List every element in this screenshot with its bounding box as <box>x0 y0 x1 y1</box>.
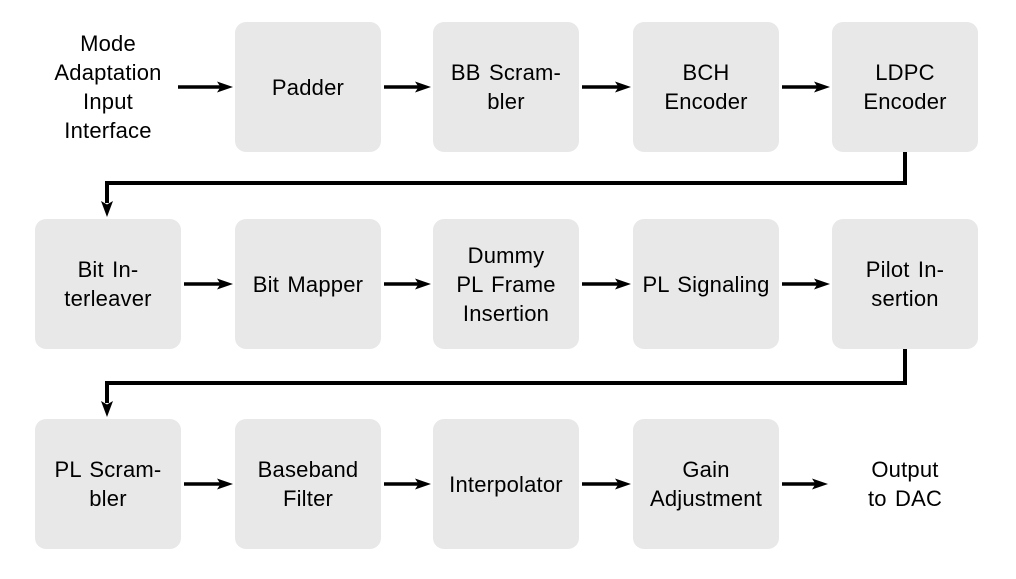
node-gain-adjustment: Gain Adjustment <box>633 419 779 549</box>
node-output-to-dac: Output to DAC <box>867 457 943 511</box>
arrow-bit-mapper-to-dummy-pl-frame-insertion <box>384 278 431 290</box>
node-ldpc-encoder: LDPC Encoder <box>832 22 978 152</box>
arrow-pl-signaling-to-pilot-insertion <box>782 278 830 290</box>
node-padder: Padder <box>235 22 381 152</box>
arrow-pl-scrambler-to-baseband-filter <box>184 478 233 490</box>
node-bb-scrambler: BB Scram- bler <box>433 22 579 152</box>
node-pl-signaling: PL Signaling <box>633 219 779 349</box>
node-pl-scrambler: PL Scram- bler <box>35 419 181 549</box>
connector-pilot-insertion-to-pl-scrambler <box>101 349 907 417</box>
node-pilot-insertion: Pilot In- sertion <box>832 219 978 349</box>
node-dummy-pl-frame-insertion: Dummy PL Frame Insertion <box>433 219 579 349</box>
arrow-bit-interleaver-to-bit-mapper <box>184 278 233 290</box>
arrow-interpolator-to-gain-adjustment <box>582 478 631 490</box>
node-mode-adaptation-input-interface: Mode Adaptation Input Interface <box>54 31 162 143</box>
node-bit-interleaver: Bit In- terleaver <box>35 219 181 349</box>
node-interpolator: Interpolator <box>433 419 579 549</box>
node-bit-mapper: Bit Mapper <box>235 219 381 349</box>
arrow-dummy-pl-frame-insertion-to-pl-signaling <box>582 278 631 290</box>
arrow-bb-scrambler-to-bch-encoder <box>582 81 631 93</box>
arrow-gain-adjustment-to-output <box>782 478 828 490</box>
node-baseband-filter: Baseband Filter <box>235 419 381 549</box>
arrow-baseband-filter-to-interpolator <box>384 478 431 490</box>
node-bch-encoder: BCH Encoder <box>633 22 779 152</box>
arrow-input-to-padder <box>178 81 233 93</box>
connector-ldpc-encoder-to-bit-interleaver <box>101 152 907 217</box>
arrow-bch-encoder-to-ldpc-encoder <box>782 81 830 93</box>
arrow-padder-to-bb-scrambler <box>384 81 431 93</box>
